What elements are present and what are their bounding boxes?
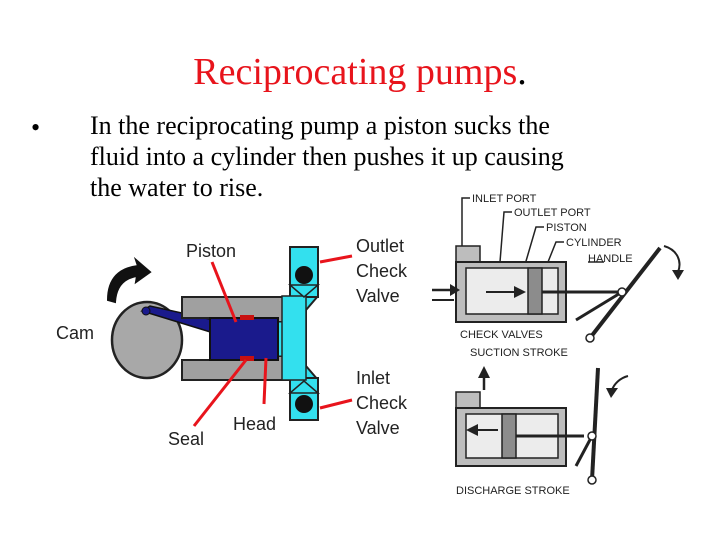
discharge-piston [501,413,517,459]
leader-outlet [319,254,353,264]
discharge-joint [587,431,597,441]
bullet-text: In the reciprocating pump a piston sucks… [90,110,690,203]
discharge-pivot [587,475,597,485]
inlet-seat [287,380,321,394]
cam-pin [141,306,151,316]
suction-piston [527,267,543,315]
cam-disc [110,300,184,380]
label-head: Head [233,414,276,434]
label-piston: Piston [186,241,236,261]
leader-head [262,357,268,405]
leader-piston [210,261,238,323]
label-discharge-stroke: DISCHARGE STROKE [456,485,570,497]
seal-top [240,315,254,320]
outlet-seat [287,284,321,298]
valve-channel [281,295,307,381]
cam-rotation-arrow [106,256,152,304]
label-outlet-line3: Valve [356,286,400,306]
discharge-handle-arrowhead [606,388,618,398]
leader-inlet [319,398,353,410]
suction-port-box [455,245,481,263]
suction-flow-arrowhead [514,286,526,298]
label-seal: Seal [168,429,204,449]
piston-block [209,317,279,361]
bullet-marker: • [31,113,41,142]
label-outlet-line1: Outlet [356,236,404,256]
title-text: Reciprocating pumps [193,51,518,93]
suction-inlet-arrowhead [450,284,460,296]
bullet-line-2: fluid into a cylinder then pushes it up … [90,142,564,171]
label-outlet-line2: Check [356,261,408,281]
leader-cylinder [547,241,564,263]
discharge-handle [590,367,600,481]
discharge-pump [455,366,629,485]
suction-handle-arrow [663,245,681,273]
outlet-check-ball [295,266,313,284]
slide-title: Reciprocating pumps. [0,50,720,94]
label-handle: HANDLE [588,253,633,265]
title-period: . [517,51,527,93]
label-inlet-line3: Valve [356,418,400,438]
suction-handle-arrowhead [672,270,684,280]
label-outlet-port: OUTLET PORT [514,207,591,219]
label-inlet-line2: Check [356,393,408,413]
suction-link [575,290,623,322]
leader-seal [192,359,248,427]
label-inlet-port: INLET PORT [472,193,537,205]
bullet-line-1: In the reciprocating pump a piston sucks… [90,111,550,140]
bullet-line-3: the water to rise. [90,173,264,202]
suction-pump [432,245,684,343]
label-inlet-line1: Inlet [356,368,390,388]
discharge-link [574,435,594,467]
inlet-check-ball [295,395,313,413]
label-piston-right: PISTON [546,222,587,234]
label-suction-stroke: SUCTION STROKE [470,347,568,359]
discharge-flow-arrowhead [466,424,478,436]
suction-joint [617,287,627,297]
seal-bottom [240,356,254,361]
suction-pivot [585,333,595,343]
leader-inlet-port [461,197,470,262]
label-check-valves: CHECK VALVES [460,329,543,341]
discharge-port-box [455,391,481,409]
leader-piston-top [523,226,544,269]
discharge-up-arrowhead [478,366,490,378]
leader-outlet-port [499,211,512,263]
discharge-handle-arrow [611,375,629,391]
label-cylinder: CYLINDER [566,237,622,249]
label-cam: Cam [56,323,94,343]
